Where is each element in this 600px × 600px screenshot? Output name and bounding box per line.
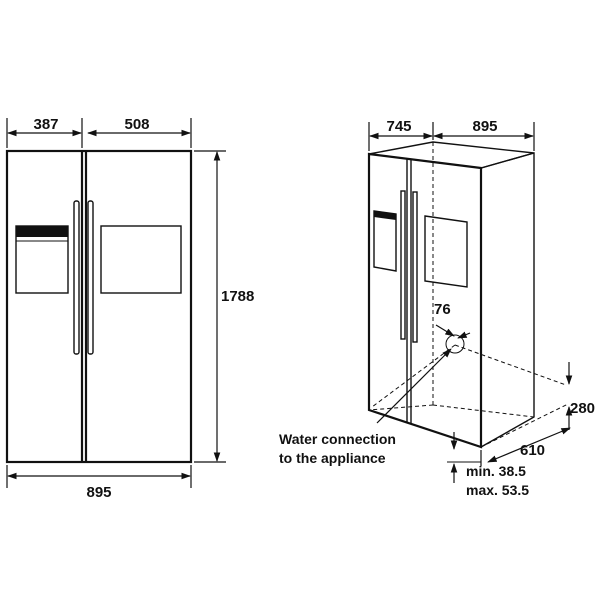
left-door-handle [73, 200, 80, 355]
persp-right-handle [412, 191, 418, 343]
dim-width-top: 895 [433, 118, 535, 151]
dim-label-895-top: 895 [472, 118, 497, 135]
fridge-front-outline [5, 149, 193, 464]
dim-label-280: 280 [570, 400, 595, 417]
water-connection-label-line1: Water connection [279, 431, 396, 447]
dim-depth-side: 610 [480, 427, 571, 466]
water-connection-leader [376, 348, 452, 424]
water-connection-label-line2: to the appliance [279, 450, 386, 466]
dim-label-895-front: 895 [86, 484, 111, 501]
fridge-front-face [367, 152, 483, 449]
persp-display-panel [424, 215, 468, 288]
dim-left-door-width: 387 [6, 116, 83, 148]
fridge-side-face [480, 152, 535, 449]
dim-total-width: 895 [6, 465, 192, 501]
dim-connection-offset: 76 [434, 301, 471, 339]
fridge-top-face [368, 141, 535, 169]
right-door-handle [87, 200, 94, 355]
perspective-view: Water connection to the appliance 76 745… [279, 118, 595, 498]
ice-water-dispenser [15, 225, 69, 294]
water-connection-point [445, 334, 465, 354]
dim-label-387: 387 [33, 116, 58, 133]
persp-dispenser [373, 210, 397, 272]
dim-connection-height: 280 [565, 362, 595, 430]
persp-left-handle [400, 190, 406, 340]
dim-label-508: 508 [124, 116, 149, 133]
dim-floor-clearance: min. 38.5 max. 53.5 [447, 432, 529, 498]
dim-label-745: 745 [386, 118, 411, 135]
door-display-panel [100, 225, 182, 294]
front-view: 387 508 1788 895 [5, 116, 254, 501]
dim-label-clearance-min: min. 38.5 [466, 463, 526, 479]
dim-total-height: 1788 [194, 150, 254, 463]
dim-depth-top: 745 [368, 118, 434, 151]
dim-right-door-width: 508 [87, 116, 192, 148]
dim-label-76: 76 [434, 301, 451, 318]
dim-label-610: 610 [520, 442, 545, 459]
dim-label-1788: 1788 [221, 288, 254, 305]
dim-label-clearance-max: max. 53.5 [466, 482, 529, 498]
